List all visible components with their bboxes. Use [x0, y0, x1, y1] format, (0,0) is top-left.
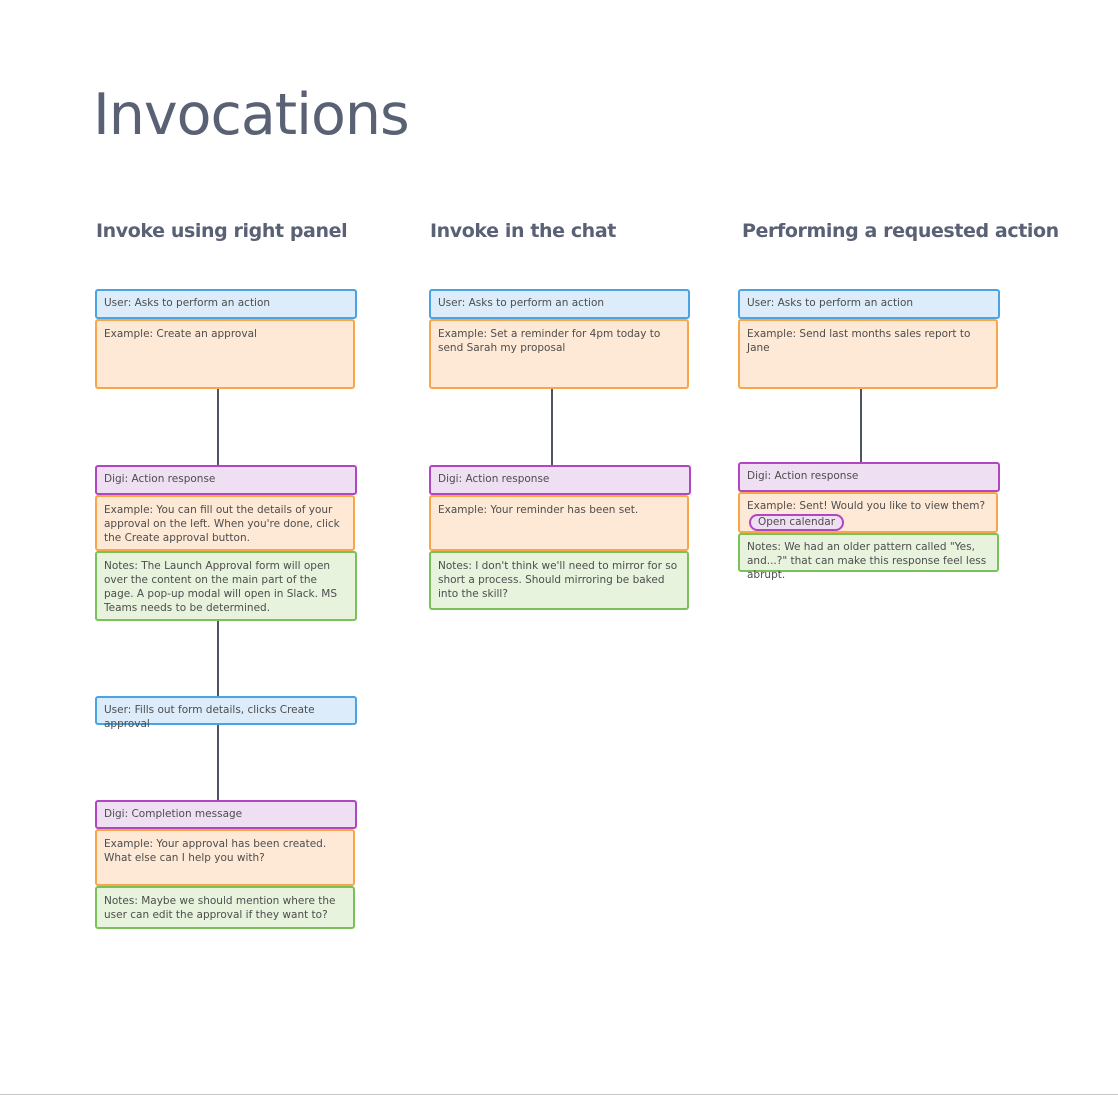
notes-card[interactable]: Notes: Maybe we should mention where the… [95, 886, 355, 929]
example-card[interactable]: Example: Create an approval [95, 319, 355, 389]
column-heading-right-panel: Invoke using right panel [96, 220, 348, 242]
flow-connector [217, 725, 219, 800]
user-request-card[interactable]: User: Asks to perform an action [429, 289, 690, 319]
column-heading-requested-action: Performing a requested action [742, 220, 1059, 242]
user-request-card[interactable]: User: Asks to perform an action [738, 289, 1000, 319]
user-request-card[interactable]: User: Asks to perform an action [95, 289, 357, 319]
example-card[interactable]: Example: Send last months sales report t… [738, 319, 998, 389]
page-bottom-divider [0, 1094, 1118, 1095]
example-text: Example: Sent! Would you like to view th… [747, 500, 986, 512]
flow-connector [217, 621, 219, 696]
example-card[interactable]: Example: Sent! Would you like to view th… [738, 492, 998, 533]
digi-response-card[interactable]: Digi: Action response [95, 465, 357, 495]
example-card[interactable]: Example: Set a reminder for 4pm today to… [429, 319, 689, 389]
notes-card[interactable]: Notes: The Launch Approval form will ope… [95, 551, 357, 621]
column-heading-chat: Invoke in the chat [430, 220, 616, 242]
open-calendar-button[interactable]: Open calendar [749, 514, 845, 531]
flow-connector [217, 389, 219, 465]
example-card[interactable]: Example: You can fill out the details of… [95, 495, 355, 551]
example-card[interactable]: Example: Your reminder has been set. [429, 495, 689, 551]
notes-card[interactable]: Notes: We had an older pattern called "Y… [738, 533, 999, 581]
user-action-card[interactable]: User: Fills out form details, clicks Cre… [95, 696, 357, 730]
flow-connector [860, 389, 862, 462]
page-title: Invocations [93, 82, 410, 148]
flow-connector [551, 389, 553, 465]
digi-response-card[interactable]: Digi: Action response [738, 462, 1000, 492]
example-card[interactable]: Example: Your approval has been created.… [95, 829, 355, 886]
digi-response-card[interactable]: Digi: Action response [429, 465, 691, 495]
notes-card[interactable]: Notes: I don't think we'll need to mirro… [429, 551, 689, 610]
digi-completion-card[interactable]: Digi: Completion message [95, 800, 357, 829]
